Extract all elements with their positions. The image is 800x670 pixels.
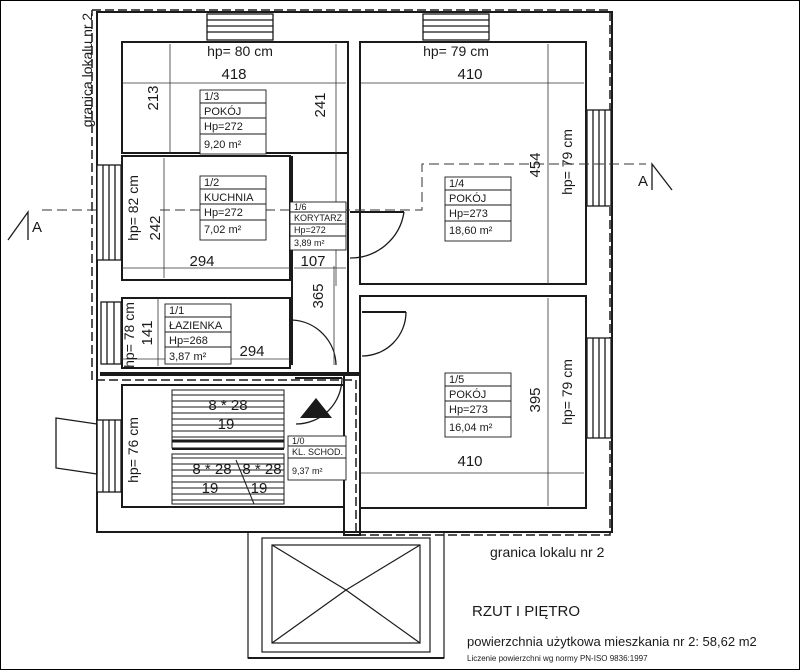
room-1-4-height: Hp=273 (449, 208, 488, 220)
window-top-left-label: hp= 80 cm (207, 43, 273, 59)
balcony-roof (247, 531, 445, 659)
door-corridor-room-1-4-icon (349, 211, 405, 259)
room-1-4-name: POKÓJ (449, 192, 486, 205)
dimension-454: 454 (527, 152, 544, 177)
door-stairwell-icon (295, 377, 343, 425)
stair-flight-2-count: 19 (202, 480, 219, 497)
boundary-label-left: granica lokalu nr 2 (79, 13, 95, 128)
window-top-right-icon (422, 13, 490, 41)
dimension-395: 395 (527, 387, 544, 412)
stair-flight-3-count: 19 (251, 480, 268, 497)
section-marker-right-icon (651, 162, 673, 191)
room-1-2-area: 7,02 m² (204, 224, 242, 236)
window-stair-icon (96, 419, 122, 493)
window-kitchen-label: hp= 82 cm (125, 175, 141, 241)
room-1-2-name: KUCHNIA (204, 192, 254, 204)
door-bathroom-icon (291, 319, 337, 366)
dimension-242: 242 (147, 215, 164, 240)
room-1-6-number: 1/6 (294, 202, 307, 212)
stair-direction-marker-icon (300, 398, 332, 418)
dimension-365: 365 (310, 283, 327, 308)
room-1-5-name: POKÓJ (449, 388, 486, 401)
room-1-6-area: 3,89 m² (294, 238, 325, 248)
room-label-boxes (164, 89, 512, 481)
stair-flight-1-spec: 8 * 28 (208, 397, 247, 414)
dimension-213: 213 (145, 85, 162, 110)
room-1-3-number: 1/3 (204, 91, 219, 103)
room-1-2-number: 1/2 (204, 177, 219, 189)
exterior-vent-icon (55, 417, 98, 475)
room-1-5-area: 16,04 m² (449, 422, 493, 434)
window-stair-label: hp= 76 cm (125, 417, 141, 483)
window-room-1-4-label: hp= 79 cm (559, 129, 575, 195)
room-1-3-area: 9,20 m² (204, 139, 242, 151)
room-1-5-height: Hp=273 (449, 404, 488, 416)
section-marker-left-icon (7, 209, 29, 241)
dimension-294-bathroom: 294 (239, 343, 264, 360)
room-1-0-number: 1/0 (292, 436, 305, 446)
room-1-1-outline (121, 297, 291, 369)
stair-flight-1-count: 19 (218, 416, 235, 433)
doors (291, 211, 407, 425)
dimension-410-top: 410 (457, 66, 482, 83)
section-label-right: A (638, 173, 648, 190)
room-1-4-outline (359, 41, 587, 285)
room-1-1-height: Hp=268 (169, 335, 208, 347)
window-bathroom-label: hp= 78 cm (121, 302, 137, 368)
room-1-3-height: Hp=272 (204, 121, 243, 133)
dimension-418: 418 (221, 66, 246, 83)
drawing-title: RZUT I PIĘTRO (472, 603, 580, 620)
window-room-1-5-label: hp= 79 cm (559, 359, 575, 425)
room-1-3-name: POKÓJ (204, 105, 241, 118)
room-1-4-area: 18,60 m² (449, 225, 493, 237)
window-top-left-icon (206, 13, 274, 41)
room-1-6-name: KORYTARZ (294, 213, 343, 223)
room-1-0-area: 9,37 m² (292, 466, 323, 476)
window-room-1-4-icon (586, 109, 612, 207)
usable-area-line: powierzchnia użytkowa mieszkania nr 2: 5… (467, 634, 757, 649)
room-1-2-height: Hp=272 (204, 207, 243, 219)
stair-flight-2-spec: 8 * 28 (192, 461, 231, 478)
room-1-1-area: 3,87 m² (169, 351, 207, 363)
stair-flight-3-spec: 8 * 28 (242, 461, 281, 478)
dimension-410-bottom: 410 (457, 453, 482, 470)
dimension-141: 141 (139, 320, 156, 345)
door-room-1-5-icon (361, 311, 407, 357)
windows (96, 13, 612, 493)
section-line-a-a (42, 163, 646, 211)
window-bathroom-icon (100, 301, 122, 365)
room-1-1-number: 1/1 (169, 305, 184, 317)
dimension-107: 107 (300, 253, 325, 270)
window-room-1-5-icon (586, 337, 612, 439)
dimension-241: 241 (312, 92, 329, 117)
norm-line: Liczenie powierzchni wg normy PN-ISO 983… (467, 654, 648, 663)
dimension-294-kitchen: 294 (189, 253, 214, 270)
dimension-lines (122, 44, 584, 506)
room-1-1-name: ŁAZIENKA (169, 320, 223, 332)
room-1-4-number: 1/4 (449, 178, 464, 190)
section-label-left: A (32, 219, 42, 236)
boundary-label-bottom: granica lokalu nr 2 (490, 544, 605, 560)
room-1-5-number: 1/5 (449, 374, 464, 386)
staircase (171, 389, 285, 505)
room-1-0-name: KL. SCHOD. (292, 447, 343, 457)
window-top-right-label: hp= 79 cm (423, 43, 489, 59)
window-kitchen-icon (96, 164, 122, 261)
boundary-line (91, 9, 611, 536)
room-1-6-height: Hp=272 (294, 225, 326, 235)
